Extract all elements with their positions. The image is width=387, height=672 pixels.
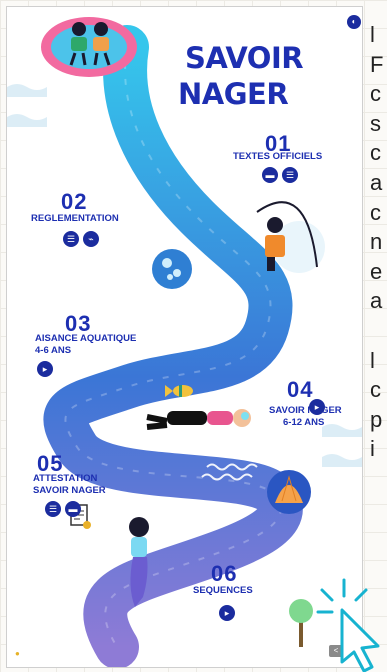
side-text-line: n [370,229,383,255]
mermaid-illustration [129,517,149,607]
step-03-label-line1: AISANCE AQUATIQUE [35,333,137,344]
share-icon: < [333,646,339,655]
side-text-line: l [370,22,375,47]
step-05-number: 05 [37,451,64,476]
side-text-line: c [370,377,381,403]
kids-illustration [69,22,111,66]
step-05-label-line2: SAVOIR NAGER [33,485,106,496]
list-icon: ☰ [285,170,295,180]
step-03-number: 03 [65,311,92,336]
side-text-line [370,316,387,346]
step-02-link-button[interactable]: ⌁ [83,231,99,247]
fish-illustration [165,385,193,397]
brand-logo: ● [15,649,20,658]
side-text-line: p [370,406,383,432]
step-06-number: 06 [211,561,238,586]
step-01-number: 01 [265,131,292,156]
step-04-label-line1: SAVOIR NAGER [269,405,342,416]
play-icon: ▸ [42,364,48,374]
fisherman-illustration [256,201,325,273]
step-04-play-button[interactable]: ▸ [309,399,325,415]
title-line2: NAGER [178,77,289,111]
step-01-list-button[interactable]: ☰ [282,167,298,183]
side-text-line: c [370,140,381,166]
doc-icon: ▬ [265,170,275,180]
shell-illustration [267,470,311,514]
side-text-line: i [370,436,375,462]
step-02-number: 02 [61,189,88,214]
wave-decoration [7,84,362,467]
side-text-line: s [370,110,381,136]
step-06-play-button[interactable]: ▸ [219,605,235,621]
doc-icon: ▬ [68,504,78,514]
step-05-list-button[interactable]: ☰ [45,501,61,517]
step-06-label: SEQUENCES [193,585,253,596]
side-text-line: a [370,288,383,314]
title-line1: SAVOIR [185,41,304,75]
side-text-line: l [370,347,375,373]
side-text-line: F [370,51,384,77]
list-icon: ☰ [66,234,76,244]
list-icon: ☰ [48,504,58,514]
step-02-list-button[interactable]: ☰ [63,231,79,247]
side-text-line: c [370,199,381,225]
step-01-label: TEXTES OFFICIELS [233,151,323,162]
step-05-label-line1: ATTESTATION [33,473,98,484]
tree-decoration [289,599,313,647]
click-cursor-icon [316,578,380,672]
step-04-number: 04 [287,377,314,402]
share-button[interactable]: < [329,645,343,657]
play-icon: ▸ [224,608,230,618]
side-text-line: e [370,258,383,284]
river-illustration [7,17,362,667]
infographic-panel: SAVOIR NAGER 01 TEXTES OFFICIELS ▬ ☰ 02 … [6,6,363,668]
play-icon: ▸ [314,402,320,412]
diver-illustration [146,409,251,430]
step-02-label: REGLEMENTATION [31,213,119,224]
step-01-doc-button[interactable]: ▬ [262,167,278,183]
side-text-line: c [370,81,381,107]
expand-icon: ◐ [351,17,357,26]
link-icon: ⌁ [88,234,94,244]
step-04-label-line2: 6-12 ANS [283,417,325,428]
side-article-text: l F c s c a c n e a l c p i [370,20,387,464]
fullscreen-button[interactable]: ◐ [347,15,361,29]
step-03-label-line2: 4-6 ANS [35,345,72,356]
step-05-doc-button[interactable]: ▬ [65,501,81,517]
side-text-line: a [370,169,383,195]
step-03-play-button[interactable]: ▸ [37,361,53,377]
river-path [43,25,303,667]
bubbles-illustration [152,249,192,289]
